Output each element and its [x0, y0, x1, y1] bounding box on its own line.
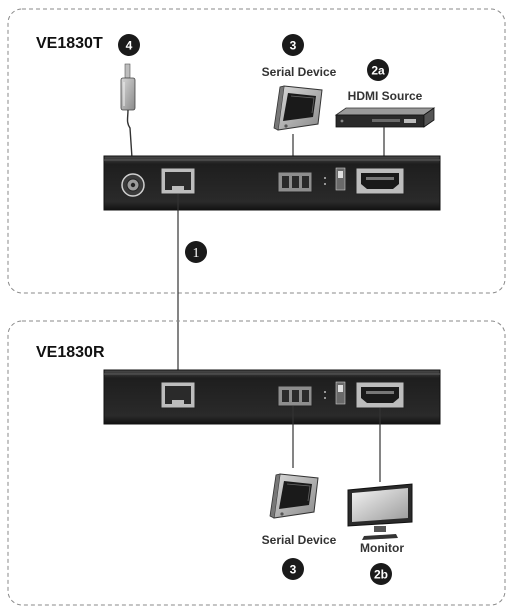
- serial-device-label-rx: Serial Device: [262, 533, 337, 547]
- hdmi-port-icon: [355, 381, 405, 409]
- step-badge-serial-rx-label: 3: [290, 563, 297, 577]
- serial-device-label-tx: Serial Device: [262, 65, 337, 79]
- dip-switch-icon: [324, 167, 346, 191]
- step-badge-cable: 1: [185, 241, 207, 263]
- hdmi-source-label: HDMI Source: [348, 89, 423, 103]
- hdmi-port-icon: [355, 167, 405, 195]
- power-jack-icon: [121, 173, 145, 197]
- transmitter-frame: [7, 8, 506, 294]
- dip-switch-icon: [324, 381, 346, 405]
- terminal-block-icon: [277, 385, 313, 407]
- step-badge-serial-rx: 3: [282, 558, 304, 580]
- step-badge-hdmi-source: 2a: [367, 59, 389, 81]
- transmitter-section: VE1830T 4 3 Serial Device: [7, 8, 506, 294]
- serial-device-icon: [269, 473, 319, 519]
- transmitter-unit: [103, 155, 441, 211]
- receiver-title: VE1830R: [36, 344, 105, 361]
- monitor-icon: [347, 483, 413, 540]
- monitor-label: Monitor: [360, 541, 404, 555]
- rj45-port-icon: [160, 381, 196, 409]
- transmitter-title: VE1830T: [36, 35, 103, 52]
- receiver-unit: [103, 369, 441, 425]
- step-badge-serial-tx: 3: [282, 34, 304, 56]
- serial-device-icon: [273, 85, 323, 131]
- receiver-section: VE1830R: [7, 320, 506, 606]
- rj45-port-icon: [160, 167, 196, 195]
- step-badge-hdmi-source-label: 2a: [371, 64, 385, 78]
- step-badge-power-label: 4: [126, 39, 133, 53]
- step-badge-monitor-label: 2b: [374, 568, 388, 582]
- step-badge-power: 4: [118, 34, 140, 56]
- step-badge-cable-label: 1: [193, 246, 200, 261]
- hdmi-source-icon: [334, 107, 436, 128]
- step-badge-monitor: 2b: [370, 563, 392, 585]
- power-adapter-icon: [120, 63, 136, 159]
- receiver-frame: [7, 320, 506, 606]
- terminal-block-icon: [277, 171, 313, 193]
- step-badge-serial-tx-label: 3: [290, 39, 297, 53]
